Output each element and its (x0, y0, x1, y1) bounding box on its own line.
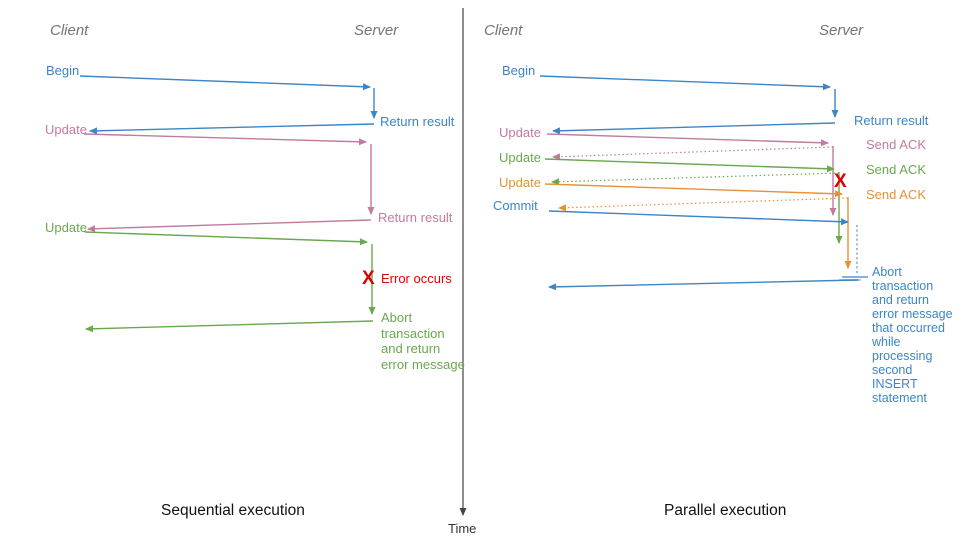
right-server-header: Server (819, 22, 864, 39)
right-update-2-request-arrow (544, 158, 835, 173)
right-send-ack-2-label: Send ACK (866, 162, 926, 177)
right-commit-request-arrow (548, 210, 849, 226)
right-begin-request-arrow (539, 75, 831, 91)
time-axis-label: Time (448, 521, 477, 536)
left-update-2-request-arrow (84, 231, 368, 246)
right-update-1-label: Update (499, 125, 541, 140)
right-abort-response-arrow (548, 279, 859, 291)
right-client-header: Client (484, 22, 523, 39)
right-return-result-label: Return result (854, 113, 929, 128)
left-panel-arrows (79, 75, 378, 333)
right-send-ack-2-arrow (551, 172, 840, 186)
left-return-result-1-label: Return result (380, 114, 455, 129)
right-error-x-icon: X (834, 171, 847, 192)
right-begin-label: Begin (502, 63, 536, 78)
right-update-2-label: Update (499, 150, 541, 165)
left-server-header: Server (354, 22, 399, 39)
left-return-result-1-arrow (89, 123, 375, 135)
left-update-2-label: Update (45, 220, 87, 235)
right-send-ack-1-label: Send ACK (866, 137, 926, 152)
left-begin-request-arrow (79, 75, 371, 91)
right-send-ack-3-arrow (558, 197, 849, 212)
right-return-result-arrow (552, 122, 836, 135)
left-error-x-icon: X (362, 268, 375, 289)
left-return-result-2-arrow (87, 219, 372, 233)
right-panel-arrows (539, 75, 868, 291)
right-commit-label: Commit (493, 198, 538, 213)
left-error-occurs-label: Error occurs (381, 271, 452, 286)
right-update-1-request-arrow (546, 133, 829, 147)
left-client-header: Client (50, 22, 89, 39)
left-update-1-request-arrow (83, 133, 367, 146)
left-abort-message-label: Abort transaction and return error messa… (381, 310, 465, 372)
right-update-3-label: Update (499, 175, 541, 190)
left-update-1-label: Update (45, 122, 87, 137)
right-abort-message-label: Abort transaction and return error messa… (872, 265, 953, 405)
left-abort-response-arrow (85, 320, 374, 333)
right-update-3-request-arrow (544, 183, 843, 198)
left-return-result-2-label: Return result (378, 210, 453, 225)
left-begin-label: Begin (46, 63, 80, 78)
right-send-ack-3-label: Send ACK (866, 187, 926, 202)
right-send-ack-1-arrow (552, 146, 834, 161)
left-caption: Sequential execution (161, 502, 305, 519)
right-caption: Parallel execution (664, 502, 787, 519)
